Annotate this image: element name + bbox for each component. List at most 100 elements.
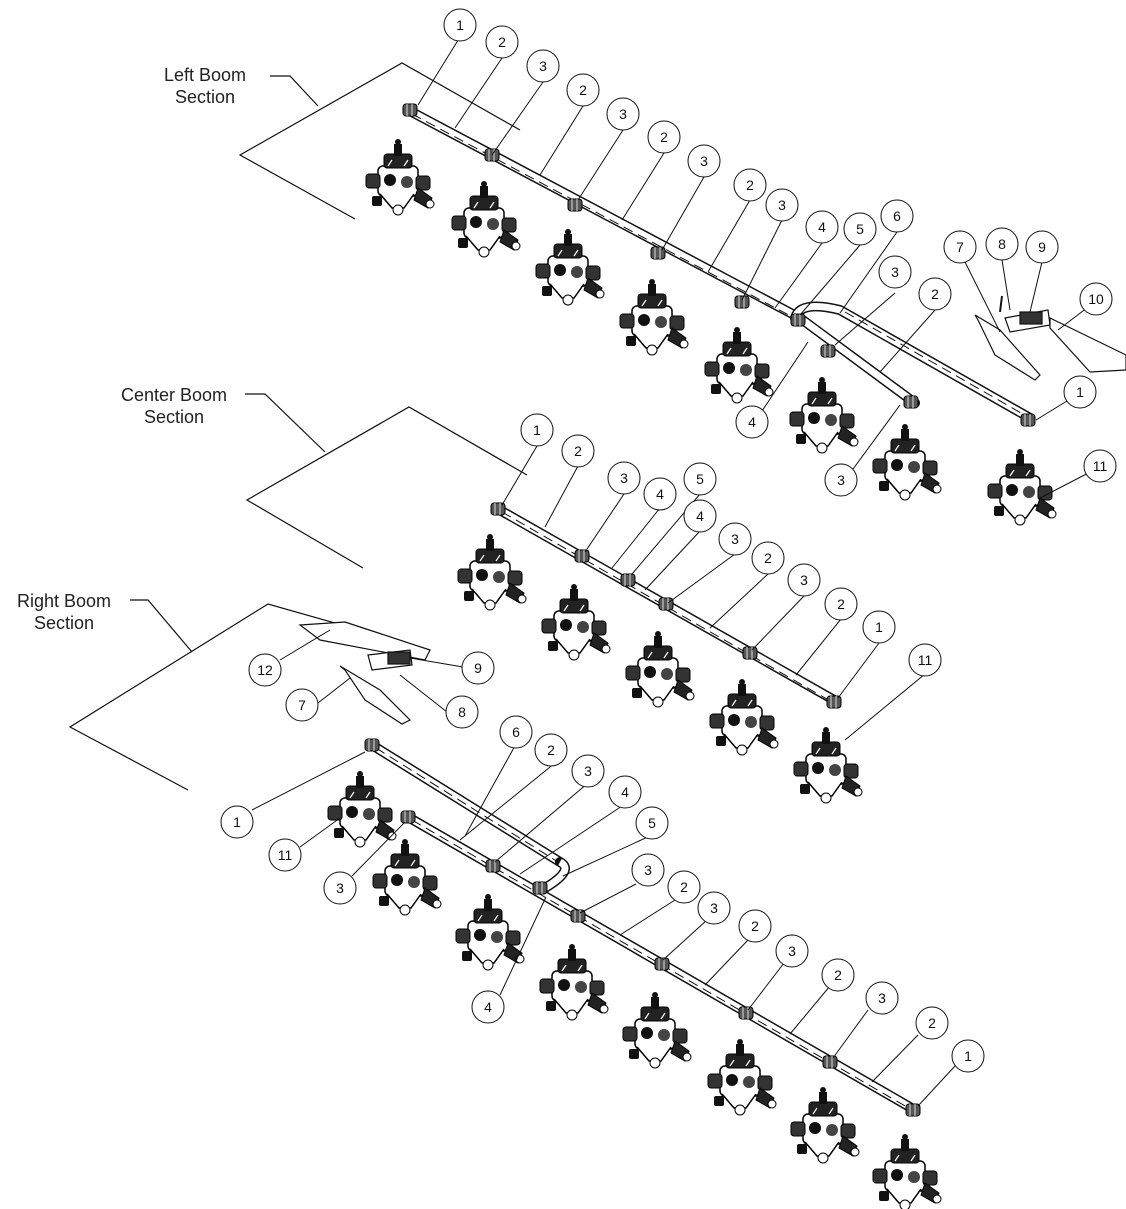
callout-number: 9: [1038, 239, 1046, 255]
fitting: [567, 198, 583, 212]
callouts-left: [417, 8, 1117, 499]
callout-number: 3: [584, 763, 592, 779]
callout-number: 11: [918, 652, 933, 668]
callout-number: 3: [878, 990, 886, 1006]
section-label-center-line1: Center Boom: [120, 385, 228, 405]
section-label-right-line2: Section: [33, 613, 95, 633]
callout-number: 2: [660, 129, 668, 145]
callout-number: 3: [710, 900, 718, 916]
callout-number: 2: [837, 596, 845, 612]
callout-number: 2: [680, 879, 688, 895]
callout-number: 4: [484, 999, 492, 1015]
fitting: [654, 957, 670, 971]
callout-labels-center: 1 2 3 4 5 4 3 2 3 2 1 11: [533, 422, 932, 668]
nozzle-valve-body-icon: [539, 943, 609, 1021]
callouts-right: [220, 629, 985, 1107]
callouts-center: [501, 413, 942, 741]
fitting: [738, 1006, 754, 1020]
nozzle-valve-body-icon: [457, 533, 527, 611]
callout-number: 10: [1088, 291, 1104, 307]
fitting: [574, 549, 590, 563]
fitting: [742, 646, 758, 660]
nozzle-valve-body-icon: [793, 726, 863, 804]
callout-number: 4: [656, 486, 664, 502]
fitting: [820, 344, 836, 358]
callout-labels-left: 1 2 3 2 3 2 3 2 3 4 5 6 3 2 4 3 1 7 8 9 …: [456, 17, 1107, 488]
callout-number: 11: [278, 847, 293, 863]
left-boom-frame-outline: [238, 62, 521, 220]
callout-number: 3: [778, 197, 786, 213]
callout-number: 3: [788, 943, 796, 959]
fitting: [485, 859, 501, 873]
callout-number: 4: [818, 219, 826, 235]
nozzle-valve-body-icon: [704, 326, 774, 404]
callout-number: 2: [928, 1015, 936, 1031]
callout-number: 7: [298, 697, 306, 713]
callout-number: 2: [764, 550, 772, 566]
left-label-leader: [270, 75, 319, 107]
callout-number: 3: [700, 153, 708, 169]
callout-number: 4: [696, 508, 704, 524]
callout-number: 2: [547, 742, 555, 758]
fitting: [822, 1055, 838, 1069]
callout-number: 2: [574, 443, 582, 459]
nozzle-valve-body-icon: [372, 838, 442, 916]
fitting: [734, 295, 750, 309]
callout-number: 5: [648, 815, 656, 831]
section-label-center: Center Boom Section: [104, 384, 244, 428]
callout-number: 3: [644, 862, 652, 878]
callout-number: 4: [748, 414, 756, 430]
mounting-bracket-icon: [974, 295, 1126, 381]
nozzle-valve-body-icon: [790, 1086, 860, 1164]
callout-number: 3: [837, 472, 845, 488]
nozzle-valve-body-icon: [987, 448, 1057, 526]
callout-number: 2: [931, 286, 939, 302]
callout-number: 3: [620, 470, 628, 486]
nozzle-valve-body-icon: [451, 180, 521, 258]
callout-number: 1: [1076, 384, 1084, 400]
section-label-center-line2: Section: [143, 407, 205, 427]
callout-number: 2: [746, 177, 754, 193]
callout-number: 1: [964, 1048, 972, 1064]
callout-number: 5: [696, 471, 704, 487]
callout-number: 11: [1093, 458, 1108, 474]
callout-number: 3: [336, 880, 344, 896]
center-boom-frame-outline: [245, 406, 528, 569]
fitting: [790, 313, 806, 327]
callout-number: 6: [512, 724, 520, 740]
fitting: [490, 502, 506, 516]
nozzle-valve-body-icon: [707, 1038, 777, 1116]
nozzle-valve-body-icon: [619, 278, 689, 356]
callout-number: 3: [891, 264, 899, 280]
callout-number: 1: [533, 422, 541, 438]
nozzle-valve-body-icon: [327, 770, 397, 848]
callout-number: 1: [875, 619, 883, 635]
section-label-right-line1: Right Boom: [16, 591, 112, 611]
nozzle-valve-body-icon: [365, 138, 435, 216]
nozzle-valve-body-icon: [455, 893, 525, 971]
callout-number: 1: [456, 17, 464, 33]
callout-number: 7: [956, 239, 964, 255]
center-label-leader: [245, 393, 326, 453]
callout-number: 3: [800, 572, 808, 588]
section-label-right: Right Boom Section: [4, 590, 124, 634]
callout-number: 2: [751, 918, 759, 934]
callout-labels-right: 12 9 7 8 1 11 3 6 2 3 4 5 4 3 2 3 2 3 2 …: [233, 660, 972, 1064]
nozzle-valve-body-icon: [709, 678, 779, 756]
section-label-left-line2: Section: [174, 87, 236, 107]
callout-number: 8: [998, 236, 1006, 252]
right-label-leader: [130, 599, 193, 653]
callout-number: 3: [731, 531, 739, 547]
fitting: [903, 395, 919, 409]
callout-number: 4: [621, 784, 629, 800]
nozzle-valve-body-icon: [535, 228, 605, 306]
section-label-left-line1: Left Boom: [163, 65, 247, 85]
fitting: [620, 573, 636, 587]
nozzle-valve-body-icon: [872, 1133, 942, 1209]
nozzle-valve-body-icon: [541, 583, 611, 661]
callout-number: 1: [233, 814, 241, 830]
callout-number: 12: [257, 662, 273, 678]
callout-number: 8: [458, 704, 466, 720]
callout-number: 2: [834, 967, 842, 983]
